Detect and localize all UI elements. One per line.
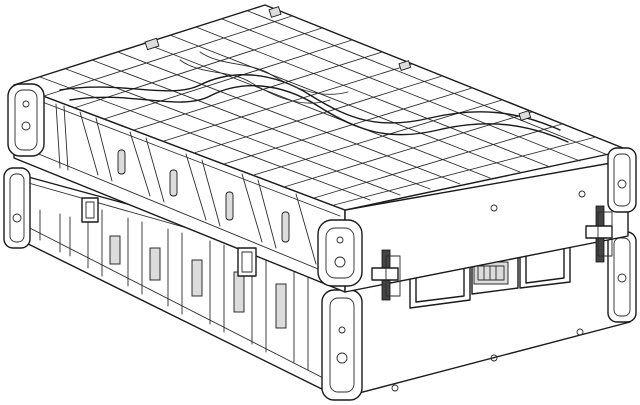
upper-frame: [7, 4, 637, 293]
clamp-front-right: [585, 205, 613, 263]
clamp-front-left: [371, 249, 401, 301]
interlayer-clamps: [81, 197, 613, 301]
upper-corner-post-left: [7, 83, 45, 157]
upper-corner-post-front: [317, 219, 363, 287]
lower-corner-post-right: [607, 231, 637, 323]
clamp-side-left: [81, 197, 99, 223]
lower-side-ribs: [39, 204, 309, 371]
upper-side-braces: [55, 103, 317, 265]
clamp-side-mid: [237, 247, 257, 277]
lower-corner-post-front: [321, 289, 363, 401]
top-grid: [39, 6, 609, 206]
lower-corner-post-left: [3, 167, 31, 249]
upper-corner-post-right: [607, 147, 637, 213]
